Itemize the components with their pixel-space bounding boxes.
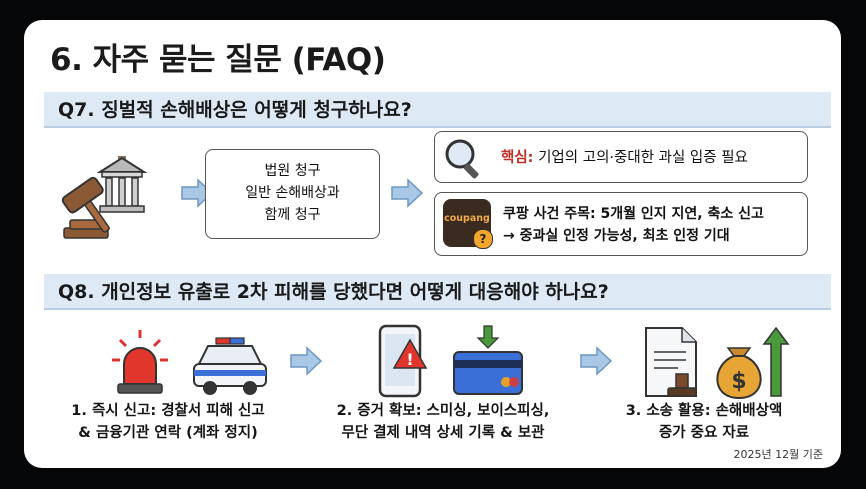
step-2-line-2: 무단 결제 내역 상세 기록 & 보관	[341, 425, 545, 441]
step-3-line-2: 증가 중요 자료	[658, 425, 750, 441]
coupang-logo-text: coupang	[444, 213, 490, 224]
core-text: 기업의 고의·중대한 과실 입증 필요	[538, 150, 748, 166]
document-money-icon: $	[645, 326, 790, 400]
court-claim-box: 법원 청구 일반 손해배상과 함께 청구	[205, 149, 380, 239]
claim-line-3: 함께 청구	[264, 207, 321, 223]
step-1-line-1: 1. 즉시 신고: 경찰서 피해 신고	[71, 403, 265, 419]
phone-card-icon: !	[378, 324, 523, 398]
core-box: 핵심: 기업의 고의·중대한 과실 입증 필요	[434, 131, 808, 183]
core-label: 핵심:	[501, 150, 534, 166]
step-3-line-1: 3. 소송 활용: 손해배상액	[625, 403, 783, 419]
step-2-text: 2. 증거 확보: 스미싱, 보이스피싱, 무단 결제 내역 상세 기록 & 보…	[312, 400, 574, 444]
step-2-line-1: 2. 증거 확보: 스미싱, 보이스피싱,	[336, 403, 550, 419]
coupang-logo: coupang ?	[443, 199, 493, 249]
coupang-line-2: → 중과실 인정 가능성, 최초 인정 기대	[503, 228, 730, 244]
siren-police-icon	[112, 330, 267, 395]
question-icon: ?	[473, 229, 493, 249]
svg-text:$: $	[731, 369, 746, 394]
footnote-date: 2025년 12월 기준	[733, 448, 823, 461]
step-1-text: 1. 즉시 신고: 경찰서 피해 신고 & 금융기관 연락 (계좌 정지)	[52, 400, 284, 444]
q7-question-bar: Q7. 징벌적 손해배상은 어떻게 청구하나요?	[44, 92, 831, 128]
claim-line-1: 법원 청구	[264, 163, 321, 179]
magnifier-icon	[445, 139, 479, 179]
faq-card: 6. 자주 묻는 질문 (FAQ) Q7. 징벌적 손해배상은 어떻게 청구하나…	[24, 20, 841, 468]
arrow-right-icon	[391, 178, 424, 208]
gavel-court-icon	[61, 156, 148, 239]
svg-text:!: !	[406, 350, 413, 369]
arrow-right-icon	[580, 346, 613, 376]
step-3-text: 3. 소송 활용: 손해배상액 증가 중요 자료	[604, 400, 804, 444]
step-1-line-2: & 금융기관 연락 (계좌 정지)	[78, 425, 258, 441]
page-title: 6. 자주 묻는 질문 (FAQ)	[50, 42, 386, 78]
q8-question-bar: Q8. 개인정보 유출로 2차 피해를 당했다면 어떻게 대응해야 하나요?	[44, 274, 831, 310]
claim-line-2: 일반 손해배상과	[245, 185, 340, 201]
arrow-right-icon	[290, 346, 323, 376]
coupang-line-1: 쿠팡 사건 주목: 5개월 인지 지연, 축소 신고	[503, 206, 764, 222]
coupang-box: coupang ? 쿠팡 사건 주목: 5개월 인지 지연, 축소 신고 → 중…	[434, 192, 808, 256]
